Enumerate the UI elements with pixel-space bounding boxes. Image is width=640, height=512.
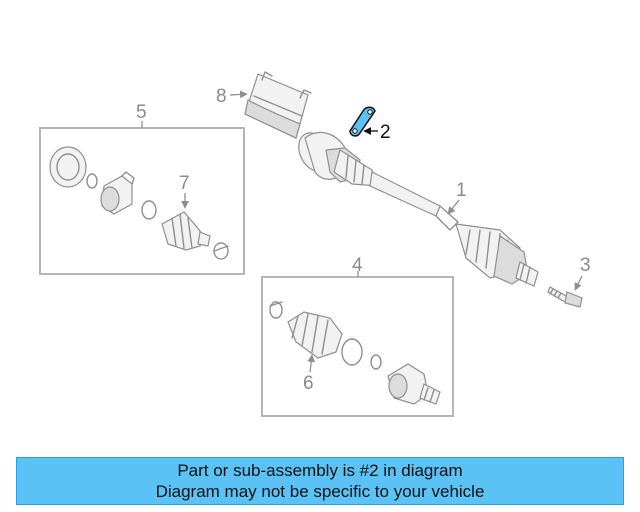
banner-line-1: Part or sub-assembly is #2 in diagram	[177, 461, 463, 480]
label-part-6: 6	[303, 373, 314, 394]
label-part-4: 4	[352, 255, 363, 276]
leader-part-8	[229, 90, 248, 99]
kit-box-part-4: 4 6	[261, 255, 454, 417]
label-part-5: 5	[136, 102, 147, 123]
inner-joint-part[interactable]	[100, 171, 135, 215]
outer-joint-part[interactable]	[387, 363, 441, 405]
parts-diagram: 8 2 1 3	[39, 71, 591, 417]
label-part-2: 2	[380, 122, 391, 143]
leader-part-6	[307, 354, 316, 373]
kit-box-part-5: 5 7	[39, 102, 245, 275]
leader-part-3	[574, 275, 583, 291]
label-part-1: 1	[456, 180, 467, 201]
info-banner: Part or sub-assembly is #2 in diagram Di…	[16, 457, 624, 505]
bracket-part-2[interactable]: 2	[349, 106, 391, 143]
axle-shaft-part-1[interactable]: 1	[293, 128, 539, 287]
snap-ring-part-b[interactable]	[370, 354, 382, 370]
clamp-part-a[interactable]	[269, 301, 283, 319]
label-part-7: 7	[179, 173, 190, 194]
bolt-part-3[interactable]: 3	[547, 255, 591, 308]
snap-ring-part[interactable]	[86, 173, 98, 189]
boot-part-7[interactable]: 7	[161, 173, 211, 251]
clamp-part-small[interactable]	[213, 242, 229, 260]
clamp-part-b[interactable]	[341, 338, 363, 366]
label-part-8: 8	[216, 86, 227, 107]
leader-part-1	[447, 199, 460, 215]
heat-shield-part-8[interactable]: 8	[216, 71, 312, 139]
label-part-3: 3	[580, 255, 591, 276]
boot-part-6[interactable]: 6	[287, 311, 343, 394]
banner-line-2: Diagram may not be specific to your vehi…	[155, 482, 485, 501]
clamp-part[interactable]	[141, 200, 157, 220]
seal-part[interactable]	[49, 146, 87, 188]
